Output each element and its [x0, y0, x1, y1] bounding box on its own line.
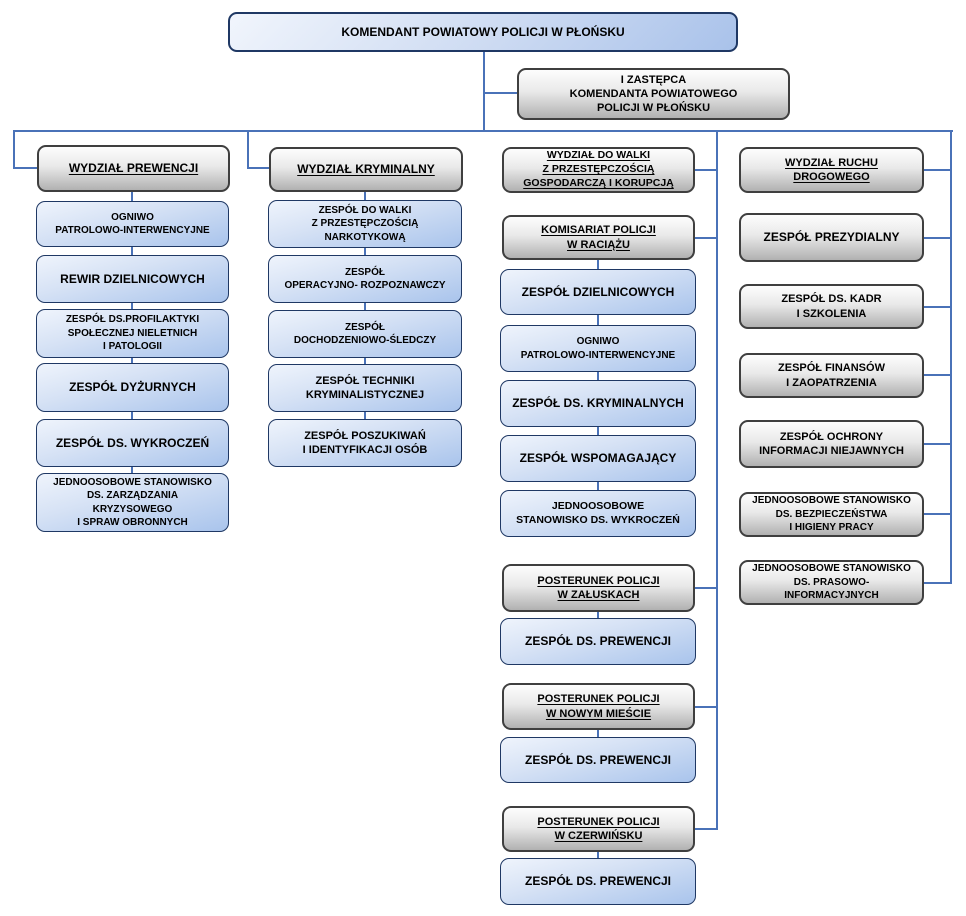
node-wydzial-kryminalny: WYDZIAŁ KRYMINALNY — [269, 147, 463, 192]
connector-col1-branch — [13, 167, 38, 169]
node-stanowisko-zarzadzania-kryzysowego: JEDNOOSOBOWE STANOWISKO DS. ZARZĄDZANIA … — [36, 473, 229, 532]
connector — [597, 612, 599, 618]
node-wydzial-gospodarczy: WYDZIAŁ DO WALKI Z PRZESTĘPCZOŚCIĄ GOSPO… — [502, 147, 695, 193]
node-ogniwo-patrolowo-interwencyjne: OGNIWO PATROLOWO-INTERWENCYJNE — [36, 201, 229, 247]
connector — [131, 358, 133, 363]
connector-root-drop — [483, 52, 485, 131]
node-zespol-dzielnicowych: ZESPÓŁ DZIELNICOWYCH — [500, 269, 696, 315]
node-zespol-prezydialny: ZESPÓŁ PREZYDIALNY — [739, 213, 924, 262]
node-stanowisko-ds-wykroczen: JEDNOOSOBOWE STANOWISKO DS. WYKROCZEŃ — [500, 490, 696, 537]
node-posterunek-zaluski: POSTERUNEK POLICJI W ZAŁUSKACH — [502, 564, 695, 612]
connector — [695, 587, 717, 589]
connector — [924, 169, 952, 171]
node-zespol-poszukiwan: ZESPÓŁ POSZUKIWAŃ I IDENTYFIKACJI OSÓB — [268, 419, 462, 467]
connector — [364, 412, 366, 419]
connector — [597, 315, 599, 325]
node-i-zastepca-komendanta: I ZASTĘPCA KOMENDANTA POWIATOWEGO POLICJ… — [517, 68, 790, 120]
node-wydzial-ruchu-drogowego: WYDZIAŁ RUCHU DROGOWEGO — [739, 147, 924, 193]
connector-col2-drop — [247, 130, 249, 168]
node-komendant-powiatowy: KOMENDANT POWIATOWY POLICJI W PŁOŃSKU — [228, 12, 738, 52]
connector — [597, 372, 599, 380]
node-zespol-operacyjno-rozpoznawczy: ZESPÓŁ OPERACYJNO- ROZPOZNAWCZY — [268, 255, 462, 303]
connector — [924, 237, 952, 239]
connector — [695, 169, 717, 171]
connector — [695, 828, 718, 830]
node-zespol-kadr-szkolenia: ZESPÓŁ DS. KADR I SZKOLENIA — [739, 284, 924, 329]
connector — [597, 260, 599, 269]
connector — [924, 443, 952, 445]
node-zespol-prewencji-nowe-miasto: ZESPÓŁ DS. PREWENCJI — [500, 737, 696, 783]
connector — [695, 237, 717, 239]
node-zespol-prewencji-czerwinsk: ZESPÓŁ DS. PREWENCJI — [500, 858, 696, 905]
node-stanowisko-prasowe: JEDNOOSOBOWE STANOWISKO DS. PRASOWO- INF… — [739, 560, 924, 605]
connector — [131, 192, 133, 201]
connector-main-rail — [13, 130, 953, 132]
connector — [924, 374, 952, 376]
connector — [695, 706, 717, 708]
connector — [597, 427, 599, 435]
connector-col3-rail — [716, 130, 718, 830]
node-zespol-dyzurnych: ZESPÓŁ DYŻURNYCH — [36, 363, 229, 412]
node-zespol-prewencji-zaluski: ZESPÓŁ DS. PREWENCJI — [500, 618, 696, 665]
node-zespol-wspomagajacy: ZESPÓŁ WSPOMAGAJĄCY — [500, 435, 696, 482]
connector — [597, 852, 599, 858]
node-zespol-techniki-kryminalistycznej: ZESPÓŁ TECHNIKI KRYMINALISTYCZNEJ — [268, 364, 462, 412]
connector — [364, 358, 366, 364]
node-zespol-finansow-zaopatrzenia: ZESPÓŁ FINANSÓW I ZAOPATRZENIA — [739, 353, 924, 398]
node-wydzial-prewencji: WYDZIAŁ PREWENCJI — [37, 145, 230, 192]
node-ogniwo-patrolowo-interwencyjne-raciaz: OGNIWO PATROLOWO-INTERWENCYJNE — [500, 325, 696, 372]
connector — [924, 306, 952, 308]
connector — [131, 412, 133, 419]
connector-col1-drop — [13, 130, 15, 168]
connector — [131, 467, 133, 473]
node-komisariat-raciaz: KOMISARIAT POLICJI W RACIĄŻU — [502, 215, 695, 260]
node-zespol-ochrony-informacji: ZESPÓŁ OCHRONY INFORMACJI NIEJAWNYCH — [739, 420, 924, 468]
connector — [924, 513, 952, 515]
connector — [924, 582, 952, 584]
node-zespol-dochodzeniowo-sledczy: ZESPÓŁ DOCHODZENIOWO-ŚLEDCZY — [268, 310, 462, 358]
connector-col2-branch — [247, 167, 270, 169]
node-rewir-dzielnicowych: REWIR DZIELNICOWYCH — [36, 255, 229, 303]
connector — [364, 248, 366, 255]
connector — [364, 192, 366, 200]
node-posterunek-czerwinsk: POSTERUNEK POLICJI W CZERWIŃSKU — [502, 806, 695, 852]
node-zespol-ds-wykroczen: ZESPÓŁ DS. WYKROCZEŃ — [36, 419, 229, 467]
node-zespol-profilaktyki: ZESPÓŁ DS.PROFILAKTYKI SPOŁECZNEJ NIELET… — [36, 309, 229, 358]
connector — [131, 247, 133, 255]
connector — [597, 482, 599, 490]
connector — [364, 303, 366, 310]
connector-col4-rail — [950, 130, 952, 584]
node-zespol-ds-kryminalnych: ZESPÓŁ DS. KRYMINALNYCH — [500, 380, 696, 427]
node-stanowisko-bhp: JEDNOOSOBOWE STANOWISKO DS. BEZPIECZEŃST… — [739, 492, 924, 537]
connector-deputy-branch — [483, 92, 518, 94]
connector — [597, 730, 599, 737]
connector — [131, 303, 133, 309]
node-posterunek-nowe-miasto: POSTERUNEK POLICJI W NOWYM MIEŚCIE — [502, 683, 695, 730]
node-zespol-narkotykowy: ZESPÓŁ DO WALKI Z PRZESTĘPCZOŚCIĄ NARKOT… — [268, 200, 462, 248]
